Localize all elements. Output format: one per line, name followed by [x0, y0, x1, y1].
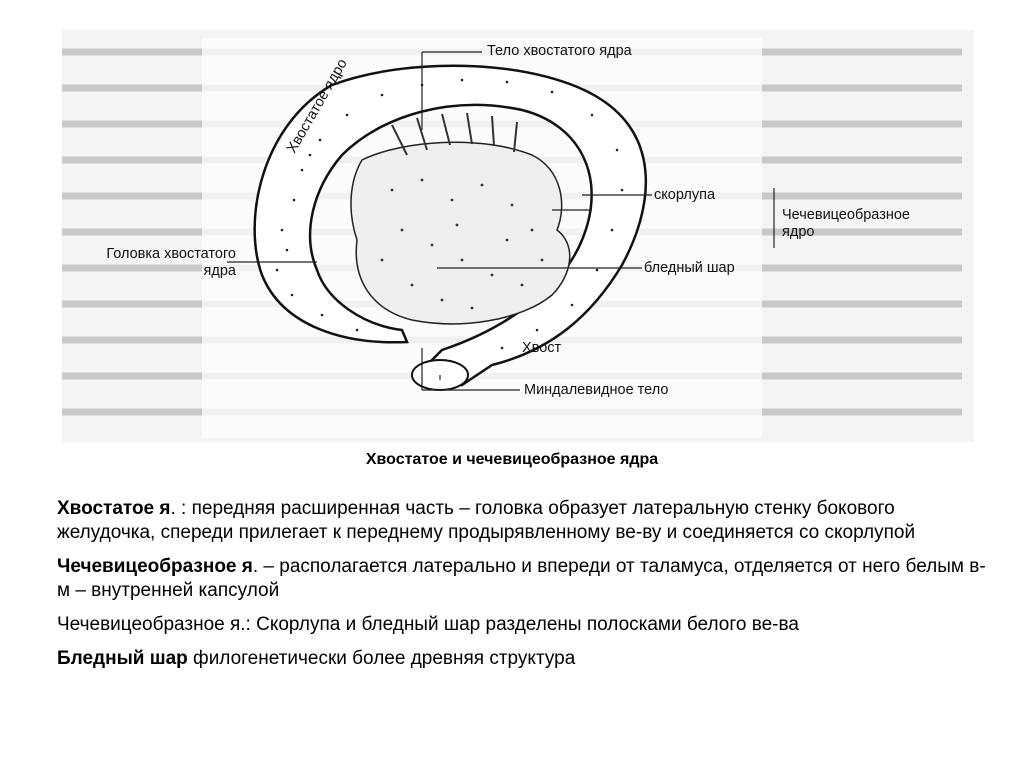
label-putamen: скорлупа — [654, 187, 716, 203]
leader-lines — [227, 51, 775, 391]
text-lentiform-parts: Чечевицеобразное я.: Скорлупа и бледный … — [57, 614, 799, 635]
paragraph-globus: Бледный шар филогенетически более древня… — [57, 647, 987, 671]
description-text: Хвостатое я. : передняя расширенная част… — [57, 497, 987, 681]
term-globus: Бледный шар — [57, 648, 188, 669]
paragraph-caudate: Хвостатое я. : передняя расширенная част… — [57, 497, 987, 545]
paragraph-lentiform-parts: Чечевицеобразное я.: Скорлупа и бледный … — [57, 613, 987, 637]
anatomy-figure: Тело хвостатого ядра Хвостатое ядро скор… — [62, 30, 974, 442]
text-lentiform: . – располагается латерально и впереди о… — [57, 556, 986, 601]
caudate-nucleus-shape — [253, 64, 648, 387]
lentiform-nucleus-shape — [350, 141, 571, 325]
text-caudate: . : передняя расширенная часть – головка… — [57, 498, 916, 543]
term-caudate: Хвостатое я — [57, 498, 171, 519]
figure-caption: Хвостатое и чечевицеобразное ядра — [365, 451, 659, 468]
lentiform-stipple — [380, 178, 544, 310]
label-lentiform-nucleus: Чечевицеобразное ядро — [782, 207, 910, 240]
text-globus: филогенетически более древняя структура — [187, 648, 576, 669]
caudate-lentiform-diagram — [62, 38, 962, 438]
label-globus-pallidus: бледный шар — [644, 260, 735, 276]
paragraph-lentiform: Чечевицеобразное я. – располагается лате… — [57, 555, 987, 603]
white-matter-bridges — [391, 112, 518, 156]
label-caudate-head: Головка хвостатого ядра — [106, 246, 236, 279]
label-tail: Хвост — [522, 340, 562, 356]
label-amygdala: Миндалевидное тело — [524, 382, 669, 398]
caudate-stipple — [275, 78, 624, 350]
label-caudate-body: Тело хвостатого ядра — [487, 43, 632, 59]
term-lentiform: Чечевицеобразное я — [57, 556, 253, 577]
